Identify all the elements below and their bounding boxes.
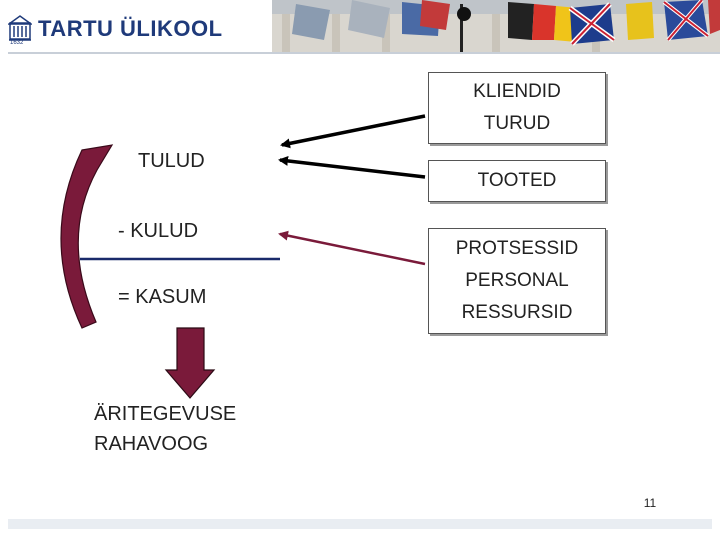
costs-label: - KULUD (118, 220, 199, 242)
cashflow-label-line2: RAHAVOOG (94, 433, 209, 455)
processes-label: PROTSESSID (455, 238, 579, 259)
footer-bar (8, 519, 712, 529)
personnel-label: PERSONAL (465, 270, 569, 291)
profit-label: = KASUM (118, 286, 207, 308)
cashflow-label-line1: ÄRITEGEVUSE (94, 403, 237, 425)
processes-to-costs-arrow (278, 230, 426, 266)
university-logo: TARTU ÜLIKOOL (8, 10, 223, 48)
customers-markets-box: KLIENDID TURUD (428, 72, 606, 144)
feedback-curved-arrow (60, 144, 114, 329)
customers-label: KLIENDID (473, 81, 561, 102)
products-box: TOOTED (428, 160, 606, 202)
products-to-revenue-arrow (278, 155, 426, 179)
university-crest-icon (8, 15, 32, 41)
resources-label: RESSURSID (461, 302, 573, 323)
customers-to-revenue-arrow (280, 114, 426, 149)
markets-label: TURUD (483, 113, 551, 134)
header-banner: TARTU ÜLIKOOL 1632 (0, 0, 720, 52)
logo-year: 1632 (10, 40, 24, 46)
logo-text: TARTU ÜLIKOOL (38, 16, 223, 41)
processes-box: PROTSESSID PERSONAL RESSURSID (428, 228, 606, 334)
products-label: TOOTED (477, 170, 557, 191)
header-divider (8, 52, 720, 54)
page-number: 11 (643, 496, 657, 510)
header-photo-flags (272, 0, 720, 52)
revenue-label: TULUD (138, 150, 205, 172)
profit-to-cashflow-arrow (164, 327, 216, 399)
